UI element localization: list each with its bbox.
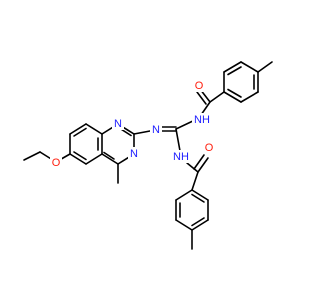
atom-label: NH — [194, 114, 210, 126]
bond — [200, 101, 211, 116]
bond — [133, 130, 151, 135]
bond — [175, 219, 193, 231]
bond — [191, 217, 205, 227]
bond — [209, 91, 225, 103]
bond — [193, 154, 205, 170]
bond — [85, 123, 103, 135]
atom-label: O — [205, 142, 214, 154]
bond — [175, 189, 193, 201]
bond — [191, 219, 209, 231]
bond — [240, 91, 259, 103]
atom-label: NH — [173, 151, 189, 163]
bond — [186, 162, 199, 173]
bond — [240, 61, 259, 73]
bond — [85, 153, 103, 165]
bond — [73, 127, 87, 137]
bond — [223, 91, 242, 103]
bond — [223, 61, 242, 73]
atom-n-quinazoline-bottom: N — [128, 147, 140, 160]
atom-label: N — [114, 118, 122, 130]
bond — [191, 193, 205, 203]
bond — [175, 119, 196, 130]
bond — [69, 123, 87, 135]
bond — [191, 189, 209, 201]
bond — [227, 88, 242, 98]
bond — [73, 151, 87, 161]
bond — [23, 151, 41, 161]
atom-n-quinazoline-top: N — [112, 117, 124, 130]
atom-labels-layer: N N N NH NH O O O — [50, 79, 215, 169]
atom-label: O — [195, 80, 204, 92]
atom-label: N — [152, 124, 160, 136]
bond — [227, 66, 242, 76]
bond — [257, 61, 273, 73]
atom-o-lower: O — [203, 141, 215, 154]
bond — [101, 153, 119, 165]
atom-o-ethoxy: O — [50, 156, 62, 169]
atom-label: N — [130, 148, 138, 160]
bond — [197, 157, 209, 173]
atom-n-imine: N — [150, 123, 162, 136]
molecule-structure: N N N NH NH O O O — [23, 61, 273, 250]
atom-o-upper: O — [193, 79, 205, 92]
bond — [69, 153, 87, 165]
atom-nh-upper: NH — [192, 113, 212, 126]
atom-nh-lower: NH — [171, 150, 191, 163]
bond — [191, 171, 199, 191]
bond — [103, 151, 115, 160]
bond — [196, 91, 207, 105]
bonds-layer — [23, 61, 273, 250]
bond — [175, 128, 181, 152]
atom-label: O — [52, 157, 61, 169]
